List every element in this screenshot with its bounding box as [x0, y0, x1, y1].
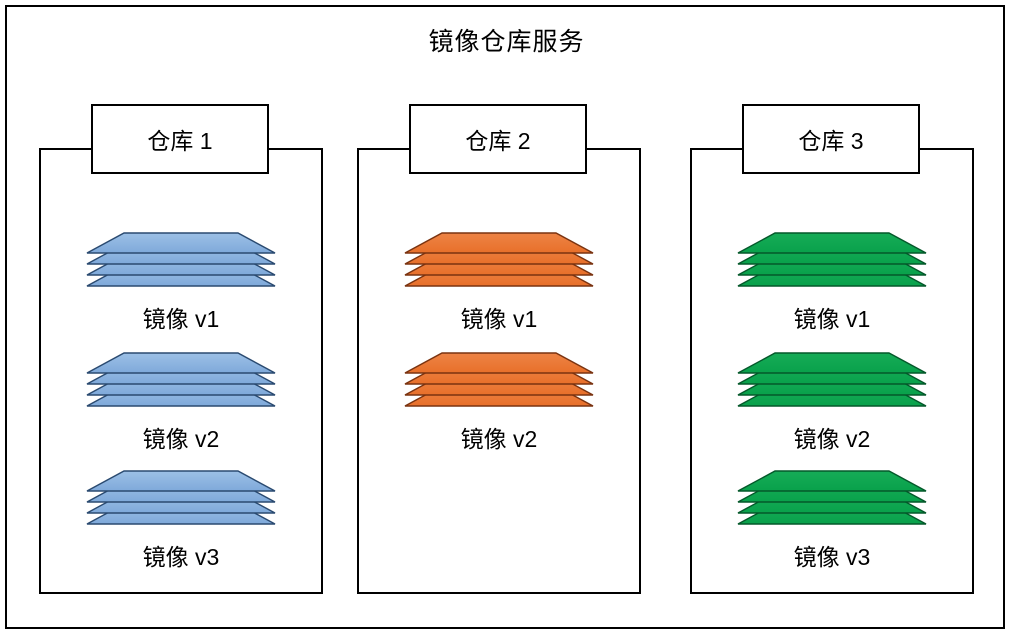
image-layer-stack [86, 470, 276, 526]
image-label: 镜像 v3 [142, 544, 220, 570]
image-layer [737, 232, 927, 254]
image-label: 镜像 v1 [793, 306, 871, 332]
image-stack-group[interactable]: 镜像 v1 [39, 232, 323, 334]
image-layer [86, 232, 276, 254]
image-label: 镜像 v2 [793, 426, 871, 452]
image-layer-stack [86, 232, 276, 288]
image-layer [737, 352, 927, 374]
image-stack-group[interactable]: 镜像 v1 [690, 232, 974, 334]
image-layer-stack [737, 470, 927, 526]
image-stack-group[interactable]: 镜像 v1 [357, 232, 641, 334]
image-label: 镜像 v2 [142, 426, 220, 452]
image-label: 镜像 v3 [793, 544, 871, 570]
image-stack-group[interactable]: 镜像 v2 [39, 352, 323, 454]
image-layer-stack [737, 232, 927, 288]
image-stack-group[interactable]: 镜像 v2 [690, 352, 974, 454]
image-stack-group[interactable]: 镜像 v2 [357, 352, 641, 454]
repository-header-3[interactable]: 仓库 3 [742, 104, 920, 174]
image-layer [737, 470, 927, 492]
repository-header-1[interactable]: 仓库 1 [91, 104, 269, 174]
image-layer-stack [86, 352, 276, 408]
image-layer-stack [404, 232, 594, 288]
image-layer [86, 352, 276, 374]
image-layer [86, 470, 276, 492]
repository-header-label-3: 仓库 3 [798, 128, 864, 154]
image-layer-stack [404, 352, 594, 408]
image-stack-group[interactable]: 镜像 v3 [690, 470, 974, 572]
image-label: 镜像 v1 [142, 306, 220, 332]
image-layer [404, 232, 594, 254]
image-stack-group[interactable]: 镜像 v3 [39, 470, 323, 572]
image-label: 镜像 v1 [460, 306, 538, 332]
repository-header-label-1: 仓库 1 [147, 128, 213, 154]
repository-header-2[interactable]: 仓库 2 [409, 104, 587, 174]
repository-header-label-2: 仓库 2 [465, 128, 531, 154]
image-layer [404, 352, 594, 374]
image-label: 镜像 v2 [460, 426, 538, 452]
page-title: 镜像仓库服务 [428, 28, 585, 56]
image-layer-stack [737, 352, 927, 408]
